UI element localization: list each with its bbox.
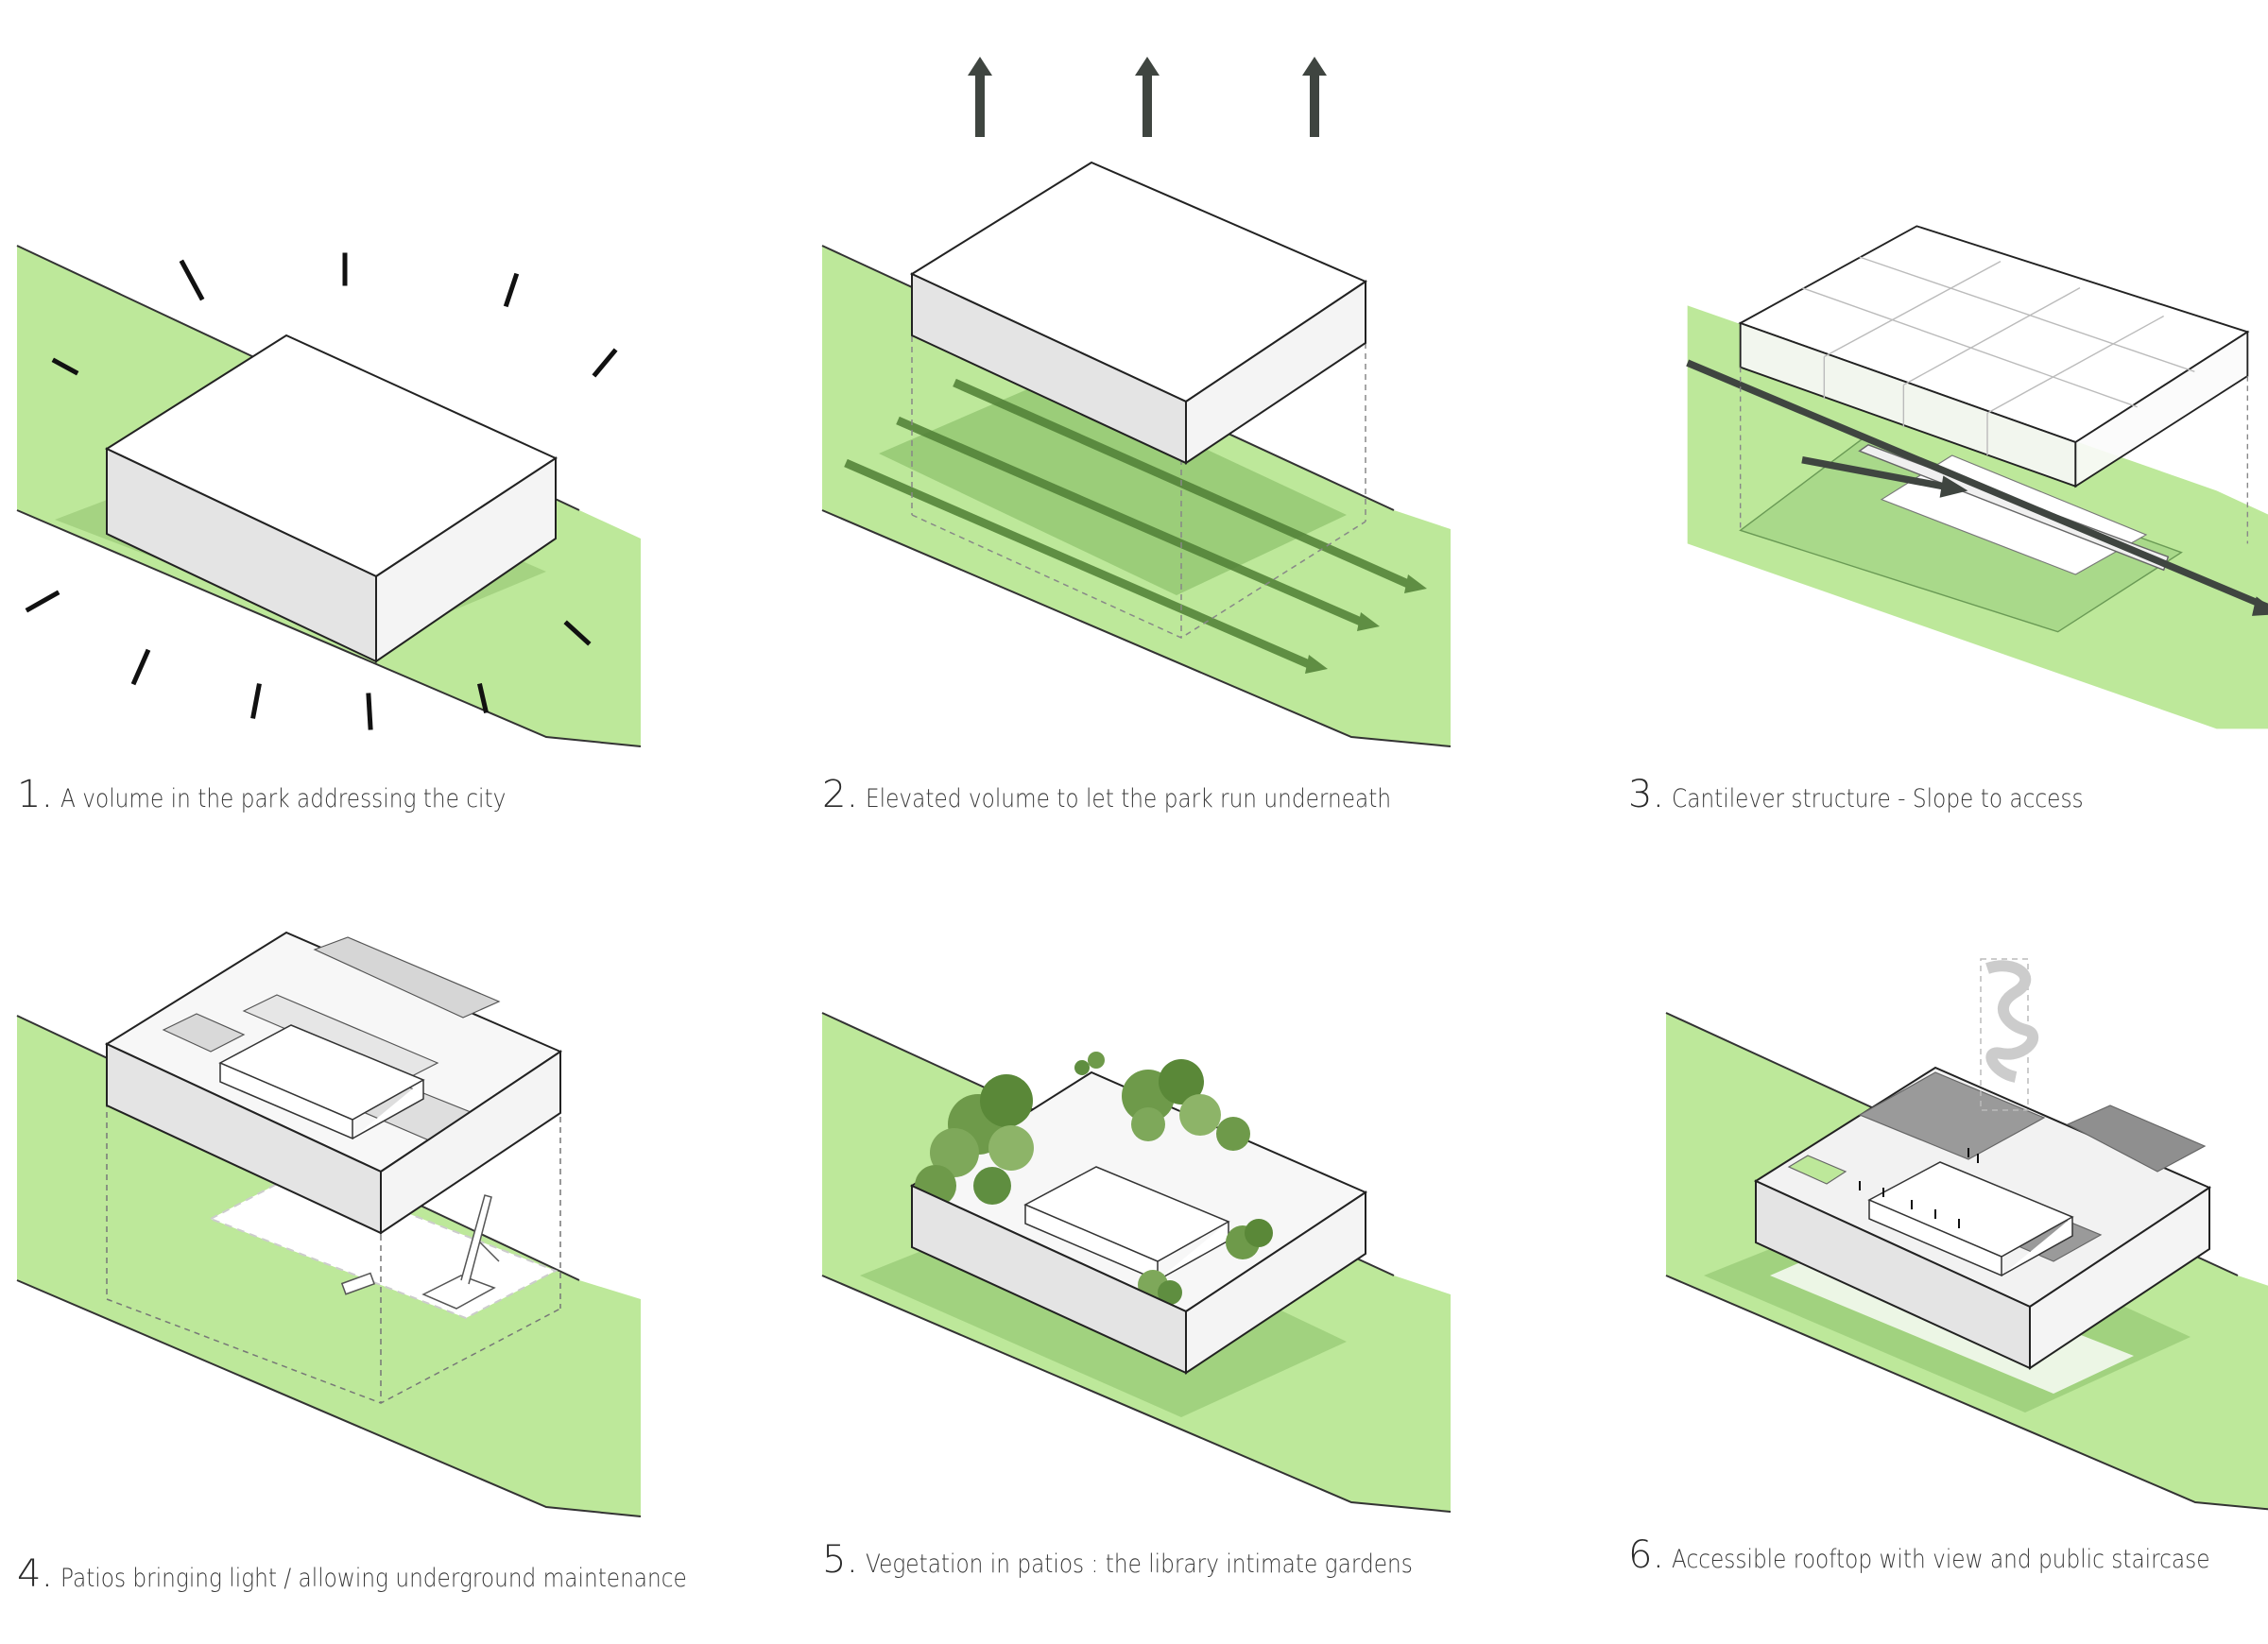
crane-icon bbox=[340, 1194, 500, 1310]
ramp-wall bbox=[1858, 444, 2170, 572]
caption-text: A volume in the park addressing the city bbox=[60, 784, 507, 813]
caption-4: 4.Patios bringing light / allowing under… bbox=[17, 1552, 789, 1596]
diagram-panel-4: 4.Patios bringing light / allowing under… bbox=[16, 921, 735, 1596]
building-side bbox=[380, 1050, 561, 1235]
building-side bbox=[2029, 1186, 2210, 1370]
diagram-panel-5: 5.Vegetation in patios : the library int… bbox=[821, 992, 1540, 1582]
inner-volume bbox=[1867, 1161, 2074, 1277]
caption-2: 2.Elevated volume to let the park run un… bbox=[822, 773, 1477, 816]
building-side bbox=[375, 456, 557, 663]
diagram-2-illustration bbox=[821, 57, 1452, 747]
diagram-panel-2: 2.Elevated volume to let the park run un… bbox=[821, 57, 1540, 816]
projection-lines bbox=[106, 1091, 561, 1404]
diagram-3-illustration bbox=[1686, 225, 2268, 729]
building-side bbox=[1185, 1190, 1366, 1375]
caption-text: Patios bringing light / allowing undergr… bbox=[60, 1564, 687, 1593]
caption-5: 5.Vegetation in patios : the library int… bbox=[822, 1538, 1502, 1582]
structure-grid bbox=[1801, 256, 2195, 455]
diagram-panel-3: 3.Cantilever structure - Slope to access bbox=[1628, 217, 2268, 816]
caption-6: 6.Accessible rooftop with view and publi… bbox=[1628, 1533, 2268, 1577]
caption-text: Vegetation in patios : the library intim… bbox=[866, 1550, 1413, 1579]
caption-number: 6. bbox=[1628, 1533, 1665, 1577]
caption-3: 3.Cantilever structure - Slope to access bbox=[1628, 773, 2151, 816]
projection-lines bbox=[911, 326, 1366, 639]
diagram-4-illustration bbox=[16, 931, 642, 1517]
caption-1: 1.A volume in the park addressing the ci… bbox=[17, 773, 578, 816]
diagram-panel-6: 6.Accessible rooftop with view and publi… bbox=[1628, 940, 2268, 1577]
slope-ramp bbox=[1739, 437, 2183, 633]
caption-number: 1. bbox=[17, 773, 54, 816]
diagram-5-illustration bbox=[821, 1012, 1452, 1513]
caption-text: Accessible rooftop with view and public … bbox=[1672, 1545, 2210, 1574]
caption-number: 2. bbox=[822, 773, 859, 816]
access-arrow-head bbox=[2252, 596, 2268, 616]
up-arrow-icon bbox=[968, 57, 1327, 137]
inner-volume bbox=[218, 1024, 425, 1140]
park-flow-arrow bbox=[1801, 455, 1968, 498]
caption-text: Cantilever structure - Slope to access bbox=[1672, 784, 2084, 813]
diagram-6-illustration bbox=[1665, 958, 2268, 1511]
rooftop-people bbox=[1859, 1148, 1979, 1228]
spiral-staircase-icon bbox=[1980, 958, 2038, 1111]
building-shadow bbox=[879, 378, 1347, 595]
park-ground bbox=[17, 1016, 641, 1516]
caption-number: 3. bbox=[1628, 773, 1665, 816]
diagram-panel-1: 1.A volume in the park addressing the ci… bbox=[16, 227, 735, 816]
projection-lines bbox=[1739, 367, 2249, 544]
caption-text: Elevated volume to let the park run unde… bbox=[866, 784, 1392, 813]
caption-number: 4. bbox=[17, 1552, 54, 1596]
caption-number: 5. bbox=[822, 1538, 859, 1582]
building-side bbox=[1185, 280, 1366, 465]
roof-terraces bbox=[1787, 1071, 2207, 1262]
park-edge-line bbox=[1686, 359, 2268, 611]
diagram-1-illustration bbox=[16, 245, 642, 747]
sun-ray-marks bbox=[25, 252, 618, 730]
